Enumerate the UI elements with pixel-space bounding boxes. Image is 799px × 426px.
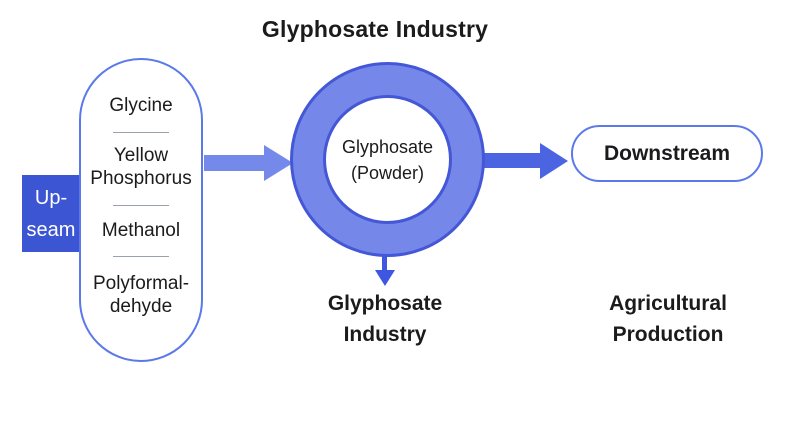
circle-down-arrow-stem xyxy=(382,251,387,271)
raw-material-glycine: Glycine xyxy=(109,95,173,116)
diagram-title: Glyphosate Industry xyxy=(261,16,489,42)
upstream-box: Up- seam xyxy=(22,175,80,252)
raw-material-yellow-phosphorus: Yellow Phosphorus xyxy=(90,145,192,189)
capsule-to-circle-arrow-icon xyxy=(264,145,293,181)
downstream-pill: Downstream xyxy=(571,125,763,182)
upstream-label: Up- seam xyxy=(26,186,76,241)
downstream-label: Downstream xyxy=(603,141,731,165)
raw-material-methanol: Methanol xyxy=(101,220,181,241)
circle-to-downstream-arrow-icon xyxy=(540,143,568,179)
raw-material-polyformaldehyde: Polyformal- dehyde xyxy=(92,273,190,317)
divider xyxy=(113,132,169,133)
capsule-to-circle-arrow-body xyxy=(204,155,265,171)
glyphosate-process-ring: Glyphosate (Powder) xyxy=(290,62,485,257)
agricultural-production-label: Agricultural Production xyxy=(609,292,727,346)
raw-materials-capsule: Glycine Yellow Phosphorus Methanol Polyf… xyxy=(79,58,203,362)
divider xyxy=(113,256,169,257)
glyphosate-process-center: Glyphosate (Powder) xyxy=(323,95,452,224)
circle-to-downstream-arrow-body xyxy=(478,153,541,168)
divider xyxy=(113,205,169,206)
glyphosate-powder-label: Glyphosate (Powder) xyxy=(341,136,434,183)
circle-down-arrow-icon xyxy=(375,270,395,286)
glyphosate-industry-label: Glyphosate Industry xyxy=(327,292,443,346)
